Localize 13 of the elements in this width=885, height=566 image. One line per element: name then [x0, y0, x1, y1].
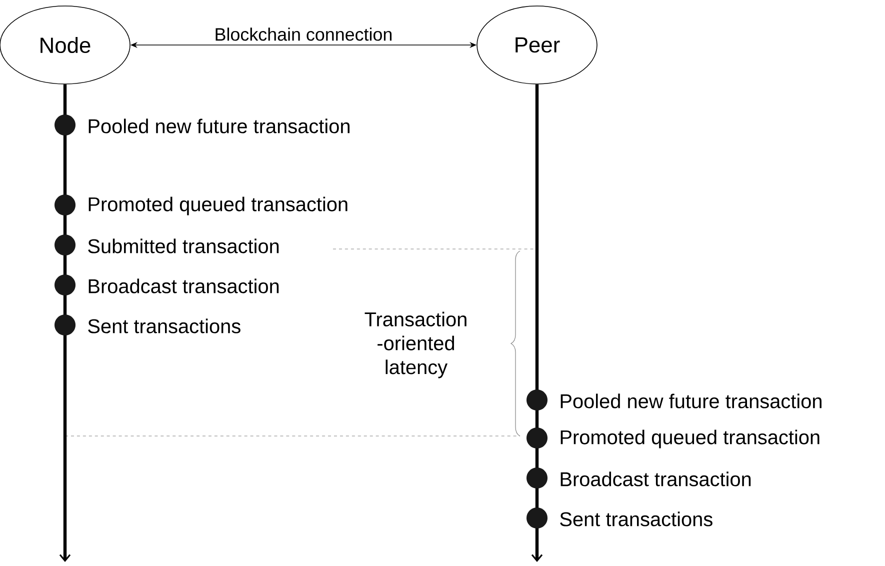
- event-label: Sent transactions: [88, 318, 240, 334]
- event-label: Submitted transaction: [88, 238, 279, 254]
- timeline-arrow: [59, 84, 71, 562]
- event-label: Broadcast transaction: [560, 472, 751, 486]
- event-label: Pooled new future transaction: [560, 394, 822, 408]
- event-label: Promoted queued transaction: [560, 430, 820, 448]
- event-label: Sent transactions: [560, 512, 712, 526]
- event-label: Promoted queued transaction: [88, 196, 348, 216]
- timeline-arrow: [531, 84, 543, 562]
- event-label: Broadcast transaction: [88, 278, 279, 294]
- latency-label: Transaction -oriented latency: [364, 312, 466, 378]
- edge-label: Blockchain connection: [216, 28, 392, 41]
- event-label: Pooled new future transaction: [88, 118, 350, 134]
